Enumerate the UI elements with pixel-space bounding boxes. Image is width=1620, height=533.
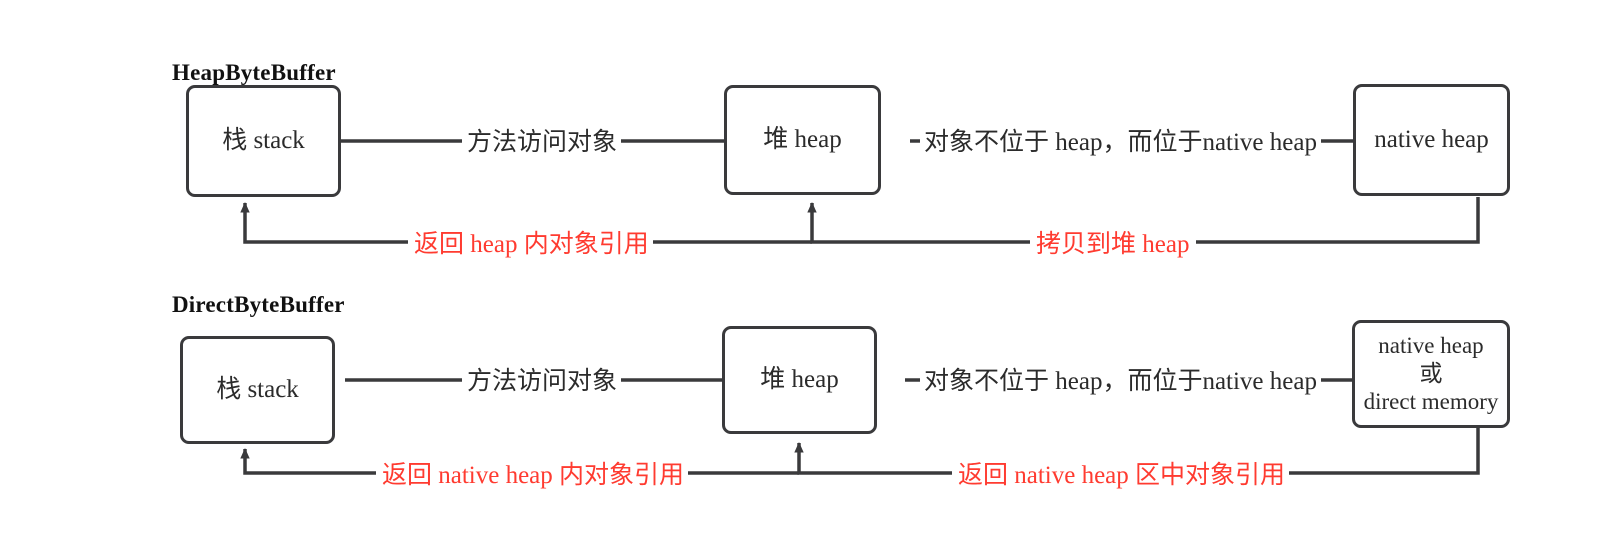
node-row2-heap[interactable]: 堆 heap [722, 326, 877, 434]
group-title-heapbytebuffer: HeapByteBuffer [172, 60, 336, 85]
edge-label-row2-native-to-heap-return: 返回 native heap 区中对象引用 [954, 463, 1290, 488]
edge-label-row2-heap-to-native: 对象不位于 heap，而位于native heap [920, 369, 1321, 394]
node-row2-stack[interactable]: 栈 stack [180, 336, 335, 444]
edge-label-row1-heap-to-stack-return: 返回 heap 内对象引用 [410, 232, 653, 257]
node-row1-heap[interactable]: 堆 heap [724, 85, 881, 195]
group-title-directbytebuffer: DirectByteBuffer [172, 292, 345, 317]
node-row1-native-heap[interactable]: native heap [1353, 84, 1510, 196]
node-row1-stack[interactable]: 栈 stack [186, 85, 341, 197]
edge-label-row1-heap-to-native: 对象不位于 heap，而位于native heap [920, 130, 1321, 155]
node-row2-native-heap-or-direct-memory[interactable]: native heap 或 direct memory [1352, 320, 1510, 428]
edge-label-row1-native-to-heap-copy: 拷贝到堆 heap [1032, 232, 1194, 257]
edge-label-row1-stack-to-heap: 方法访问对象 [463, 130, 622, 155]
edge-label-row2-stack-to-heap: 方法访问对象 [463, 369, 622, 394]
edge-label-row2-heap-to-stack-return: 返回 native heap 内对象引用 [378, 463, 689, 488]
